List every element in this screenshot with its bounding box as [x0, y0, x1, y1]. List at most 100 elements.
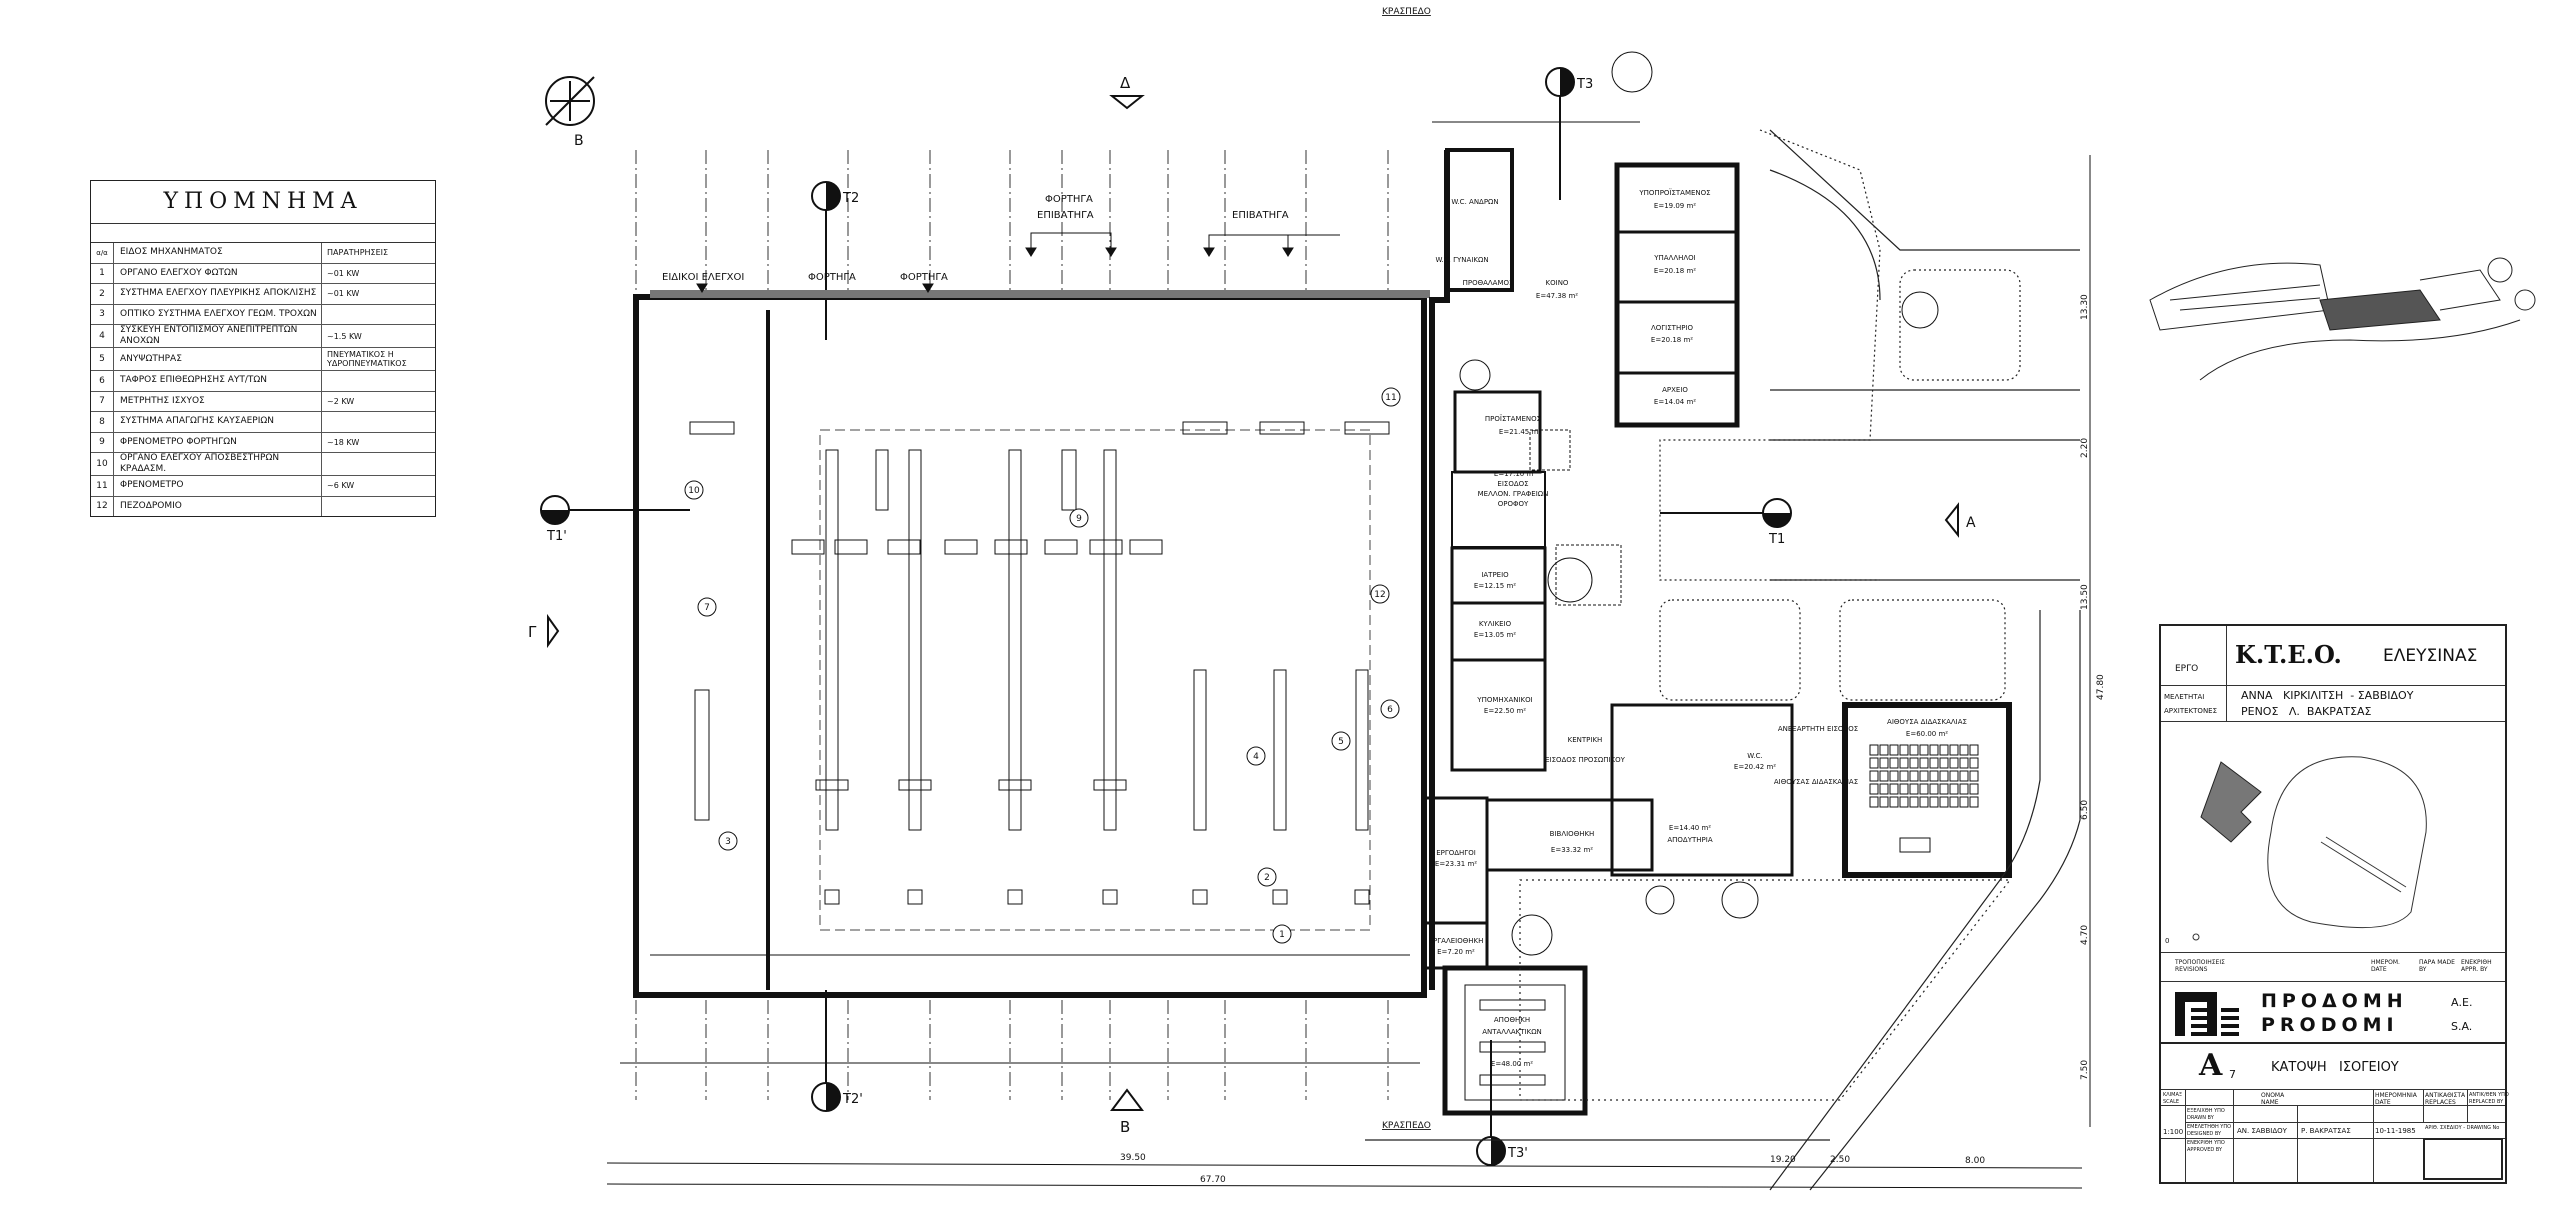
room-staff-entry-1: ΚΕΝΤΡΙΚΗ: [1568, 736, 1603, 744]
room-labels: W.C. ΑΝΔΡΩΝ W.C. ΓΥΝΑΙΚΩΝ ΠΡΟΘΑΛΑΜΟΣ ΚΟΙ…: [1429, 188, 1967, 1068]
section-label: T3: [1576, 77, 1593, 92]
company-logo-icon: [2175, 992, 2239, 1036]
equipment-marker-circle: [1381, 387, 1401, 407]
equipment-marker-label: 12: [1374, 590, 1385, 600]
dim-v4: 6.50: [2080, 800, 2090, 820]
roller-tester: [1007, 889, 1023, 905]
classroom-seat: [1939, 757, 1949, 769]
dim-d3: 8.00: [1965, 1156, 1985, 1166]
classroom-seat: [1869, 796, 1879, 808]
company-name-gr: ΠΡΟΔΟΜΗ: [2261, 990, 2408, 1012]
legend-row-note: [322, 305, 435, 325]
legend-row-type: ΠΕΖΟΔΡΟΜΙΟ: [114, 496, 322, 516]
room-wc-men: W.C. ΑΝΔΡΩΝ: [1451, 198, 1498, 206]
sheet-row: A 7 ΚΑΤΟΨΗ ΙΣΟΓΕΙΟΥ: [2161, 1044, 2505, 1090]
classroom-seat: [1949, 770, 1959, 782]
classroom-seat: [1969, 796, 1979, 808]
equipment-marker-circle: [1069, 508, 1089, 528]
room-subengineers: ΥΠΟΜΗΧΑΝΙΚΟΙ: [1476, 696, 1532, 704]
designed-by-1: ΑΝ. ΣΑΒΒΙΔΟΥ: [2237, 1127, 2287, 1135]
drawing-info-table: ΚΛΙΜΑΞ SCALE 1:100 ΟΝΟΜΑ NAME ΗΜΕΡΟΜΗΝΙΑ…: [2161, 1090, 2509, 1182]
classroom-seat: [1949, 783, 1959, 795]
roller-tester: [1102, 889, 1118, 905]
lane-arrows: [696, 232, 1340, 293]
room-toolroom: ΕΡΓΑΛΕΙΟΘΗΚΗ: [1429, 937, 1484, 945]
project-label: ΕΡΓΟ: [2175, 664, 2199, 674]
legend-row-note: ΠΝΕΥΜΑΤΙΚΟΣ Η ΥΔΡΟΠΝΕΥΜΑΤΙΚΟΣ: [327, 350, 407, 368]
legend-row-number: 4: [91, 325, 114, 347]
scale-value: 1:100: [2163, 1128, 2184, 1136]
classroom-seat: [1939, 770, 1949, 782]
room-classroom: ΑΙΘΟΥΣΑ ΔΙΔΑΣΚΑΛΙΑΣ: [1887, 718, 1967, 726]
approved-by-label: ΕΝΕΚΡΙΘΗ ΥΠΟ APPROVED BY: [2187, 1140, 2225, 1153]
bench: [689, 421, 735, 435]
legend-table: ΥΠΟΜΝΗΜΑ α/α ΕΙΔΟΣ ΜΗΧΑΝΗΜΑΤΟΣ ΠΑΡΑΤΗΡΗΣ…: [90, 180, 436, 517]
view-marker-bottom: Β: [1110, 1088, 1144, 1136]
legend-row-note: [322, 497, 435, 517]
classroom-seat: [1899, 744, 1909, 756]
room-wc: W.C.: [1747, 752, 1762, 760]
legend-title: ΥΠΟΜΝΗΜΑ: [91, 181, 435, 224]
legend-row-type: ΟΡΓΑΝΟ ΕΛΕΓΧΟΥ ΦΩΤΩΝ: [114, 263, 322, 283]
revisions-label: ΤΡΟΠΟΠΟΙΗΣΕΙΣ REVISIONS: [2175, 959, 2225, 973]
project-place: ΕΛΕΥΣΙΝΑΣ: [2383, 646, 2478, 666]
sheet-letter: A: [2199, 1048, 2223, 1083]
roller-tester: [824, 889, 840, 905]
classroom-seat: [1959, 744, 1969, 756]
roller-tester: [1192, 889, 1208, 905]
curb-label-top: ΚΡΑΣΠΕΔΟ: [1382, 7, 1431, 17]
room-wc-women: W.C. ΓΥΝΑΙΚΩΝ: [1435, 256, 1488, 264]
equipment-marker-label: 9: [1076, 514, 1082, 524]
dim-total: 67.70: [1200, 1175, 1226, 1185]
name-label: ΟΝΟΜΑ NAME: [2261, 1092, 2285, 1106]
room-archive-area: E=14.04 m²: [1654, 398, 1696, 406]
classroom-seat: [1889, 796, 1899, 808]
classroom-seat: [1899, 770, 1909, 782]
classroom-seat: [1869, 770, 1879, 782]
section-label: T1: [1768, 532, 1785, 547]
revisions-row: 0 ΤΡΟΠΟΠΟΙΗΣΕΙΣ REVISIONS ΗΜΕΡΟΜ. DATE Π…: [2161, 937, 2505, 982]
inspection-pit: [1355, 669, 1369, 831]
inspection-pit: [825, 449, 839, 831]
inspection-bays: [689, 421, 1390, 905]
classroom-seat: [1959, 783, 1969, 795]
title-block: ΕΡΓΟ K.T.E.O. ΕΛΕΥΣΙΝΑΣ ΜΕΛΕΤΗΤΑΙ ΑΡΧΙΤΕ…: [2159, 624, 2509, 1184]
classroom-seat: [1879, 757, 1889, 769]
legend-row-note: ~1.5 KW: [327, 331, 362, 341]
room-classroom-area: E=60.00 m²: [1906, 730, 1948, 738]
legend-row-number: 7: [91, 391, 114, 411]
equipment-marker-label: 4: [1253, 752, 1259, 762]
legend-row-note: ~6 KW: [327, 481, 355, 491]
legend-row-type: ΣΥΣΚΕΥΗ ΕΝΤΟΠΙΣΜΟΥ ΑΝΕΠΙΤΡΕΠΤΩΝ ΑΝΟΧΩΝ: [114, 325, 322, 347]
dim-v7: 13.50: [2080, 584, 2090, 610]
room-hall-entry-1: ΑΝΕΞΑΡΤΗΤΗ ΕΙΣΟΔΟΣ: [1778, 725, 1858, 733]
room-staff: ΥΠΑΛΛΗΛΟΙ: [1653, 254, 1696, 262]
classroom-seat: [1889, 744, 1899, 756]
classroom-seat: [1869, 757, 1879, 769]
dim-v1: 13.30: [2080, 294, 2090, 320]
section-label: T1': [546, 529, 567, 544]
exhaust-unit: [791, 539, 825, 555]
room-wc-area: E=20.42 m²: [1734, 763, 1776, 771]
classroom-seat: [1899, 796, 1909, 808]
lane-label-truck-1: ΦΟΡΤΗΓΑ: [808, 272, 856, 283]
classroom-seat: [1869, 744, 1879, 756]
legend-row-type: ΣΥΣΤΗΜΑ ΑΠΑΓΩΓΗΣ ΚΑΥΣΑΕΡΙΩΝ: [114, 412, 322, 432]
lane-label-special: ΕΙΔΙΚΟΙ ΕΛΕΓΧΟΙ: [662, 272, 744, 283]
classroom-seat: [1869, 783, 1879, 795]
dim-v3: 47.80: [2096, 674, 2106, 700]
wheel-alignment-lane: [694, 689, 710, 821]
drawing-no-label: ΑΡΙΘ. ΣΧΕΔΙΟΥ - DRAWING No: [2425, 1125, 2500, 1131]
lane-labels: ΕΙΔΙΚΟΙ ΕΛΕΓΧΟΙ ΦΟΡΤΗΓΑ ΦΟΡΤΗΓΑ ΦΟΡΤΗΓΑ …: [662, 194, 1289, 283]
classroom-seat: [1969, 770, 1979, 782]
roller-tester: [1272, 889, 1288, 905]
legend-row-number: 9: [91, 432, 114, 452]
designed-by-label: ΕΜΕΛΕΤΗΘΗ ΥΠΟ DESIGNED BY: [2187, 1124, 2232, 1137]
legend-row-type: ΣΥΣΤΗΜΑ ΕΛΕΓΧΟΥ ΠΛΕΥΡΙΚΗΣ ΑΠΟΚΛΙΣΗΣ: [114, 284, 322, 304]
